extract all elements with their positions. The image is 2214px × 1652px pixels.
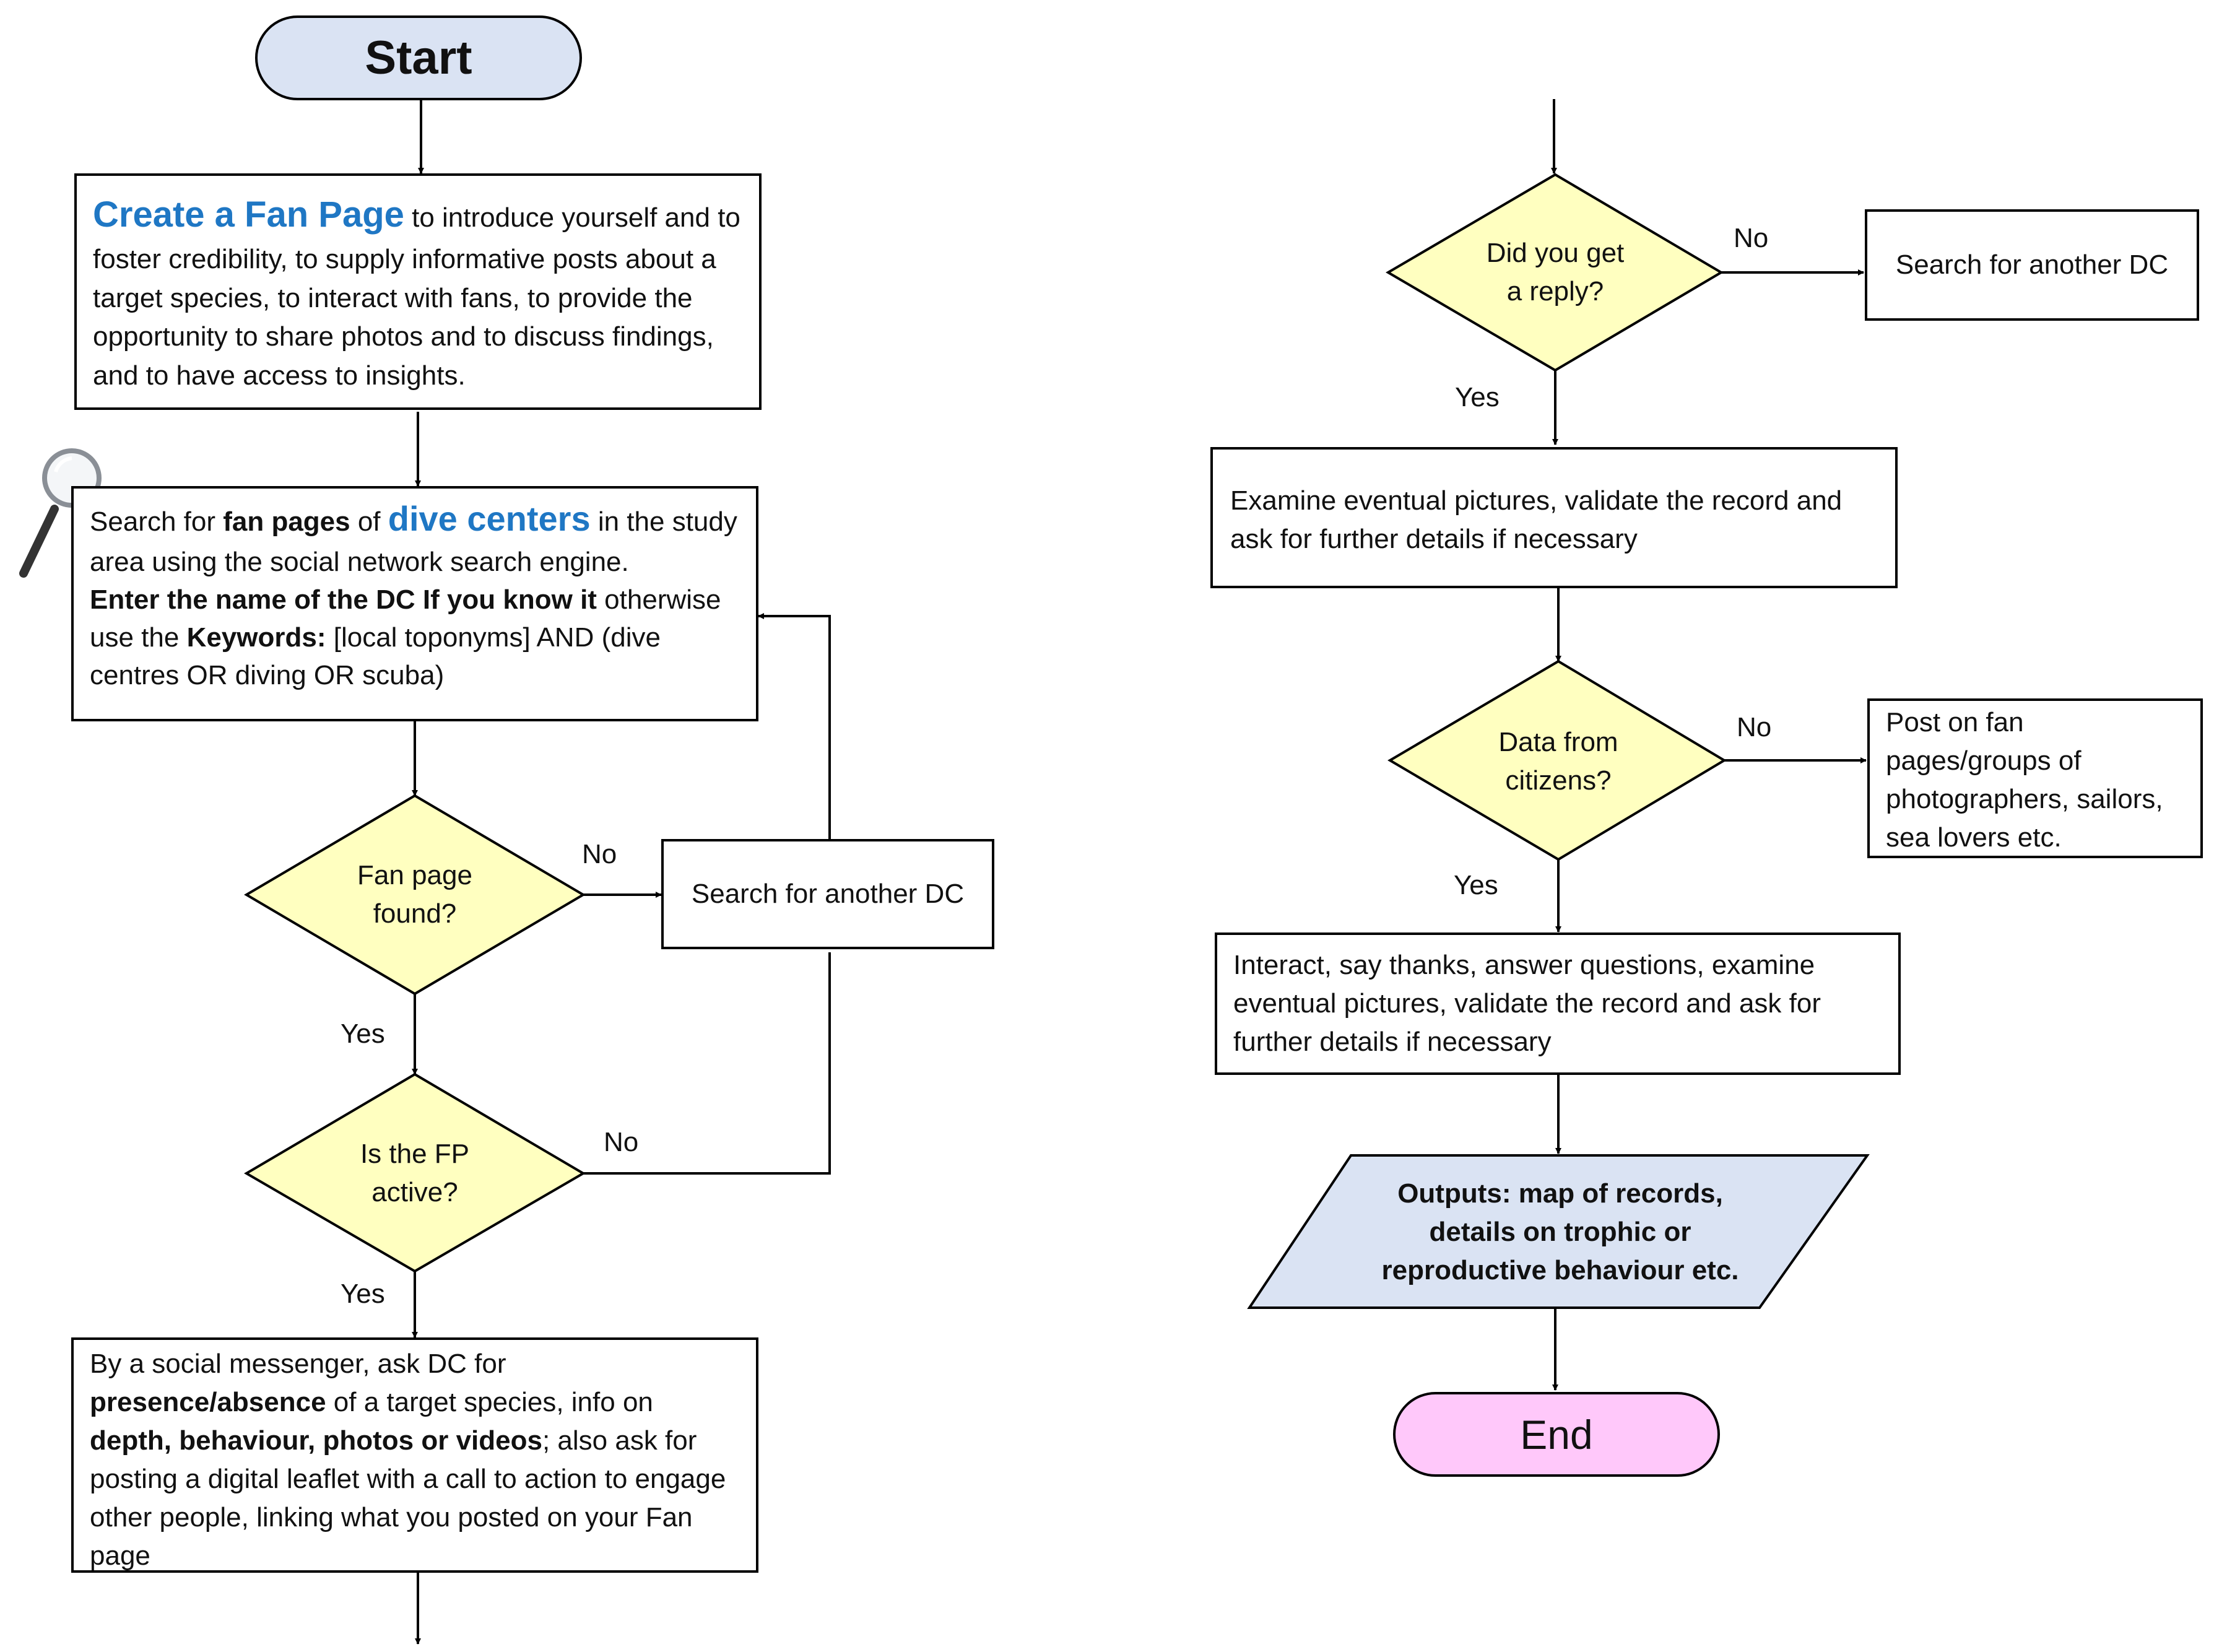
create-fan-page-box: Create a Fan Page to introduce yourself …	[74, 173, 762, 410]
start-terminal: Start	[255, 15, 582, 100]
label-no-1: No	[582, 839, 617, 869]
search-text-5: [local toponyms] AND (dive centres OR di…	[90, 622, 661, 691]
outputs-shape	[1247, 1154, 1870, 1309]
search-text-1: Search for	[90, 506, 224, 537]
search-text-3: in the study area using the social netwo…	[90, 506, 737, 577]
decision-reply-shape	[1386, 173, 1724, 372]
label-no-3: No	[1734, 223, 1769, 253]
decision-fan-page-found-label: Fan page found?	[357, 859, 472, 929]
arrow-decision2-no-loop	[583, 952, 831, 1175]
examine-pictures-label: Examine eventual pictures, validate the …	[1230, 485, 1843, 555]
ask-bold-depth: depth, behaviour, photos or videos	[90, 1425, 542, 1456]
create-fan-page-text: to introduce yourself and to foster cred…	[93, 202, 740, 391]
interact-box: Interact, say thanks, answer questions, …	[1215, 933, 1901, 1075]
label-yes-3: Yes	[1455, 382, 1500, 412]
search-text-4: otherwise use the	[90, 584, 721, 653]
ask-text-3: ; also ask for posting a digital leaflet…	[90, 1425, 726, 1572]
post-on-pages-box: Post on fan pages/groups of photographer…	[1867, 698, 2203, 858]
create-fan-page-highlight: Create a Fan Page	[93, 194, 404, 235]
decision-citizens: Data from citizens?	[1472, 715, 1645, 808]
decision-fp-active: Is the FP active?	[322, 1127, 508, 1220]
decision-reply-label: Did you get a reply?	[1486, 237, 1625, 306]
end-label: End	[1520, 1411, 1593, 1458]
search-another-dc-left-box: Search for another DC	[661, 839, 994, 949]
ask-dc-box: By a social messenger, ask DC for presen…	[71, 1337, 758, 1573]
search-another-dc-right-label: Search for another DC	[1895, 249, 2169, 280]
interact-label: Interact, say thanks, answer questions, …	[1233, 950, 1821, 1058]
decision-fan-page-found: Fan page found?	[316, 848, 514, 941]
start-label: Start	[365, 32, 472, 84]
label-yes-1: Yes	[341, 1019, 385, 1049]
search-bold-fan-pages: fan pages	[223, 506, 350, 537]
search-highlight-dive-centers: dive centers	[388, 499, 591, 538]
search-text-2: of	[350, 506, 388, 537]
ask-text-1: By a social messenger, ask DC for	[90, 1349, 506, 1379]
examine-pictures-box: Examine eventual pictures, validate the …	[1210, 447, 1898, 588]
label-yes-4: Yes	[1454, 870, 1498, 900]
decision-citizens-label: Data from citizens?	[1498, 726, 1618, 796]
search-another-dc-right-box: Search for another DC	[1865, 209, 2199, 321]
label-no-2: No	[604, 1127, 639, 1157]
decision-fp-active-label: Is the FP active?	[360, 1138, 470, 1207]
label-yes-2: Yes	[341, 1279, 385, 1309]
search-bold-keywords: Keywords:	[186, 622, 326, 653]
ask-text-2: of a target species, info on	[326, 1387, 653, 1418]
search-fan-pages-box: Search for fan pages of dive centers in …	[71, 486, 758, 721]
outputs-data: Outputs: map of records, details on trop…	[1356, 1158, 1765, 1306]
label-no-4: No	[1737, 712, 1772, 742]
outputs-label: Outputs: map of records, details on trop…	[1381, 1178, 1739, 1286]
decision-fan-page-found-shape	[244, 794, 586, 996]
search-another-dc-left-label: Search for another DC	[691, 878, 965, 909]
ask-bold-presence: presence/absence	[90, 1387, 326, 1418]
decision-fp-active-shape	[244, 1072, 586, 1273]
end-terminal: End	[1393, 1392, 1720, 1477]
decision-reply: Did you get a reply?	[1481, 214, 1630, 331]
post-on-pages-label: Post on fan pages/groups of photographer…	[1886, 707, 2163, 853]
decision-citizens-shape	[1387, 659, 1727, 861]
search-bold-enter-name: Enter the name of the DC If you know it	[90, 584, 597, 615]
arrow-loop-back-to-search	[758, 613, 831, 839]
